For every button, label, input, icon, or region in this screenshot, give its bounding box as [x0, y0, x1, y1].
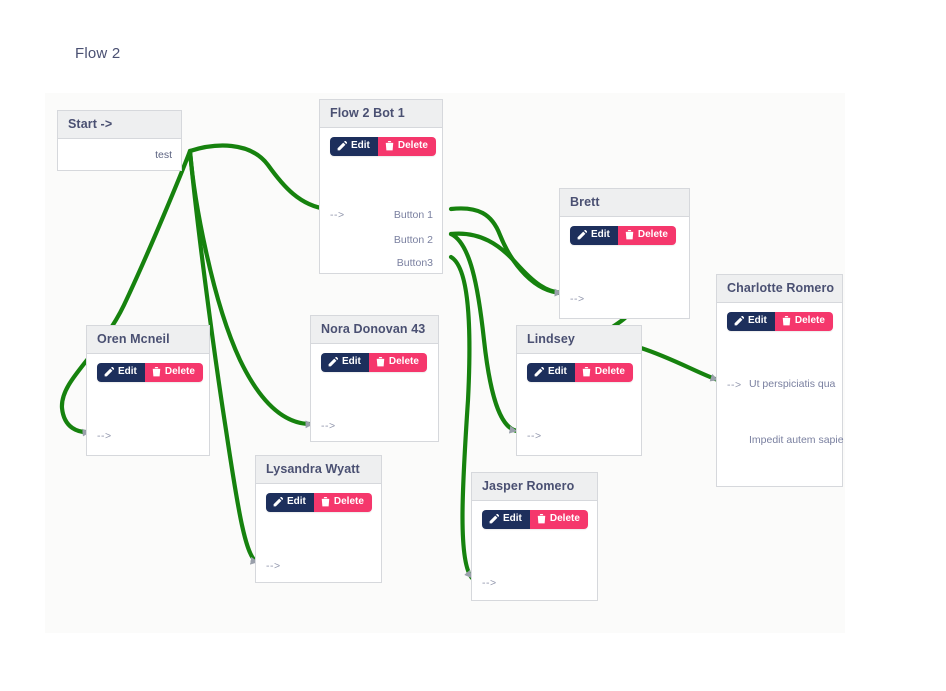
node-nora-donovan[interactable]: Nora Donovan 43 Edit Delete -->	[310, 315, 439, 442]
node-start-title: Start ->	[58, 111, 181, 139]
edit-button[interactable]: Edit	[570, 226, 618, 245]
node-lysandra-body: Edit Delete -->	[256, 484, 381, 582]
edit-button[interactable]: Edit	[727, 312, 775, 331]
node-start-body: test	[58, 139, 181, 170]
node-charlotte-actions: Edit Delete	[727, 312, 833, 331]
node-flow2bot1-title: Flow 2 Bot 1	[320, 100, 442, 128]
edit-button-label: Edit	[748, 315, 767, 326]
node-jasper-body: Edit Delete -->	[472, 501, 597, 600]
node-brett-body: Edit Delete -->	[560, 217, 689, 318]
delete-button-label: Delete	[594, 366, 625, 377]
trash-icon	[321, 497, 330, 507]
node-flow2bot1-body: Edit Delete --> Button 1 Button 2 Button…	[320, 128, 442, 273]
node-charlotte-romero[interactable]: Charlotte Romero Edit Delete -->	[716, 274, 844, 487]
delete-button-label: Delete	[397, 140, 428, 151]
port-in[interactable]: -->	[321, 420, 336, 432]
trash-icon	[152, 367, 161, 377]
edit-button-label: Edit	[548, 366, 567, 377]
edit-icon	[489, 514, 499, 524]
node-flow2bot1[interactable]: Flow 2 Bot 1 Edit Delete --> B	[319, 99, 443, 274]
edit-button[interactable]: Edit	[97, 363, 145, 382]
edit-icon	[273, 497, 283, 507]
flow-header-bar	[45, 20, 845, 93]
node-jasper-romero[interactable]: Jasper Romero Edit Delete -->	[471, 472, 598, 601]
node-jasper-title: Jasper Romero	[472, 473, 597, 501]
edit-button-label: Edit	[118, 366, 137, 377]
trash-icon	[625, 230, 634, 240]
node-brett[interactable]: Brett Edit Delete -->	[559, 188, 690, 319]
delete-button[interactable]: Delete	[574, 363, 633, 382]
edit-button-label: Edit	[591, 229, 610, 240]
port-out-text-1[interactable]: Ut perspiciatis qua	[749, 378, 836, 390]
delete-button[interactable]: Delete	[617, 226, 676, 245]
delete-button[interactable]: Delete	[313, 493, 372, 512]
edit-icon	[104, 367, 114, 377]
port-in[interactable]: -->	[570, 293, 585, 305]
node-jasper-actions: Edit Delete	[482, 510, 588, 529]
node-nora-title: Nora Donovan 43	[311, 316, 438, 344]
node-lysandra-actions: Edit Delete	[266, 493, 372, 512]
node-start[interactable]: Start -> test	[57, 110, 182, 171]
node-lysandra-wyatt[interactable]: Lysandra Wyatt Edit Delete -->	[255, 455, 382, 583]
trash-icon	[385, 141, 394, 151]
edit-icon	[337, 141, 347, 151]
node-lindsey-body: Edit Delete -->	[517, 354, 641, 455]
edit-icon	[734, 316, 744, 326]
trash-icon	[782, 316, 791, 326]
edit-button-label: Edit	[351, 140, 370, 151]
node-lindsey-actions: Edit Delete	[527, 363, 633, 382]
port-in[interactable]: -->	[97, 430, 112, 442]
delete-button[interactable]: Delete	[144, 363, 203, 382]
edit-button-label: Edit	[342, 356, 361, 367]
edit-button[interactable]: Edit	[482, 510, 530, 529]
page-title: Flow 2	[75, 45, 121, 62]
node-oren-actions: Edit Delete	[97, 363, 203, 382]
port-in[interactable]: -->	[527, 430, 542, 442]
node-oren-title: Oren Mcneil	[87, 326, 209, 354]
edit-icon	[328, 357, 338, 367]
port-out-button-1[interactable]: Button 1	[393, 209, 433, 221]
edit-button[interactable]: Edit	[330, 137, 378, 156]
node-lysandra-title: Lysandra Wyatt	[256, 456, 381, 484]
trash-icon	[376, 357, 385, 367]
node-flow2bot1-actions: Edit Delete	[330, 137, 436, 156]
port-in[interactable]: -->	[330, 209, 345, 221]
delete-button-label: Delete	[388, 356, 419, 367]
node-lindsey[interactable]: Lindsey Edit Delete -->	[516, 325, 642, 456]
delete-button-label: Delete	[637, 229, 668, 240]
port-out-text-2[interactable]: Impedit autem sapie	[749, 434, 844, 446]
port-out-button-2[interactable]: Button 2	[393, 234, 433, 246]
edit-button-label: Edit	[503, 513, 522, 524]
delete-button-label: Delete	[794, 315, 825, 326]
trash-icon	[537, 514, 546, 524]
edit-icon	[534, 367, 544, 377]
node-lindsey-title: Lindsey	[517, 326, 641, 354]
edit-button[interactable]: Edit	[527, 363, 575, 382]
delete-button-label: Delete	[549, 513, 580, 524]
edit-button[interactable]: Edit	[266, 493, 314, 512]
port-in[interactable]: -->	[266, 560, 281, 572]
node-nora-actions: Edit Delete	[321, 353, 427, 372]
node-charlotte-title: Charlotte Romero	[717, 275, 842, 303]
port-out-button-3[interactable]: Button3	[396, 257, 433, 269]
delete-button[interactable]: Delete	[774, 312, 833, 331]
delete-button-label: Delete	[164, 366, 195, 377]
edit-button[interactable]: Edit	[321, 353, 369, 372]
node-charlotte-body: Edit Delete --> Ut perspiciatis qua Impe…	[717, 303, 844, 486]
port-out-test[interactable]: test	[155, 149, 172, 161]
port-in[interactable]: -->	[727, 379, 742, 391]
node-brett-actions: Edit Delete	[570, 226, 676, 245]
delete-button-label: Delete	[333, 496, 364, 507]
delete-button[interactable]: Delete	[529, 510, 588, 529]
node-oren-mcneil[interactable]: Oren Mcneil Edit Delete -->	[86, 325, 210, 456]
trash-icon	[582, 367, 591, 377]
edit-button-label: Edit	[287, 496, 306, 507]
delete-button[interactable]: Delete	[368, 353, 427, 372]
port-in[interactable]: -->	[482, 577, 497, 589]
edit-icon	[577, 230, 587, 240]
node-nora-body: Edit Delete -->	[311, 344, 438, 441]
delete-button[interactable]: Delete	[377, 137, 436, 156]
node-oren-body: Edit Delete -->	[87, 354, 209, 455]
node-brett-title: Brett	[560, 189, 689, 217]
